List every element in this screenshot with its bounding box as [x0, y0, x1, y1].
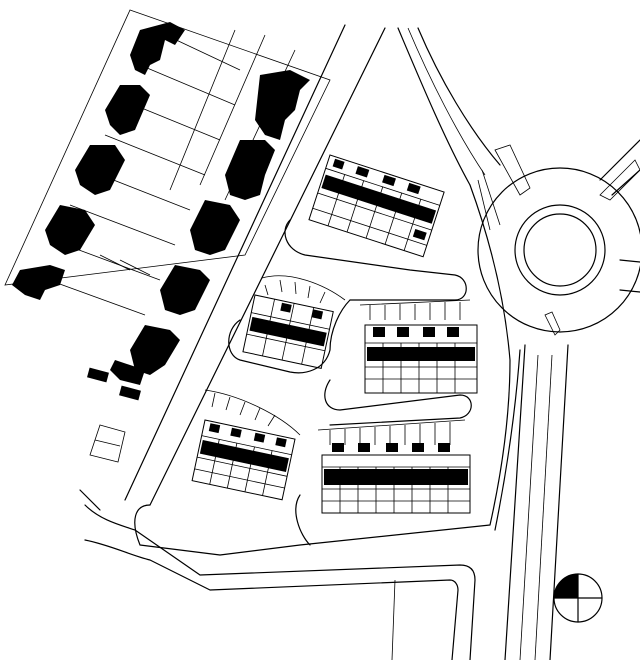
housing-block-b-garden-fence [261, 275, 346, 304]
lower-road-a [84, 504, 476, 660]
housing-block-a [308, 154, 445, 258]
splitter-island-west [477, 169, 501, 231]
estate-paths [228, 219, 472, 546]
housing-block-d [191, 419, 296, 501]
north-road-edge-east [417, 27, 501, 166]
roundabout-middle-ring [514, 204, 606, 296]
north-road-edge-west [397, 27, 471, 186]
east-road-a [619, 259, 640, 263]
north-arrow-icon [553, 573, 603, 623]
main-road-edge-west [124, 24, 346, 501]
garage-block-a [87, 367, 109, 383]
roundabout-center-island [523, 213, 597, 287]
roundabout-outer-ring [477, 167, 640, 333]
road-network [79, 24, 640, 660]
south-road-median-b [534, 354, 553, 660]
east-road-north-a [599, 139, 640, 181]
north-road-center [407, 27, 486, 176]
housing-block-c-garden-fence [359, 299, 471, 320]
south-road-edge-west [504, 344, 526, 660]
housing-block-c [364, 324, 478, 394]
housing-block-e-garden-fence [317, 419, 466, 445]
housing-block-e [321, 443, 471, 514]
south-road-median-a [519, 354, 539, 660]
east-road-b [619, 289, 640, 293]
existing-terraces [4, 9, 331, 463]
splitter-island-south [544, 311, 561, 336]
lower-road-b [84, 539, 459, 660]
west-plot-outline [4, 9, 331, 286]
small-outbuilding [89, 424, 126, 463]
terrace-block-east [110, 70, 310, 385]
roundabout [477, 144, 640, 336]
terrace-block-west [12, 22, 185, 300]
southwest-curve [79, 489, 101, 511]
housing-block-d-garden-fence [204, 389, 301, 436]
main-road-edge-east [149, 27, 386, 506]
garage-block-b [119, 385, 141, 401]
splitter-island-north [494, 144, 531, 196]
lower-road-c [391, 579, 396, 660]
estate-road-inner [494, 349, 521, 531]
south-road-edge-east [549, 344, 569, 660]
splitter-island-northeast [599, 159, 640, 201]
housing-block-b [242, 294, 334, 369]
